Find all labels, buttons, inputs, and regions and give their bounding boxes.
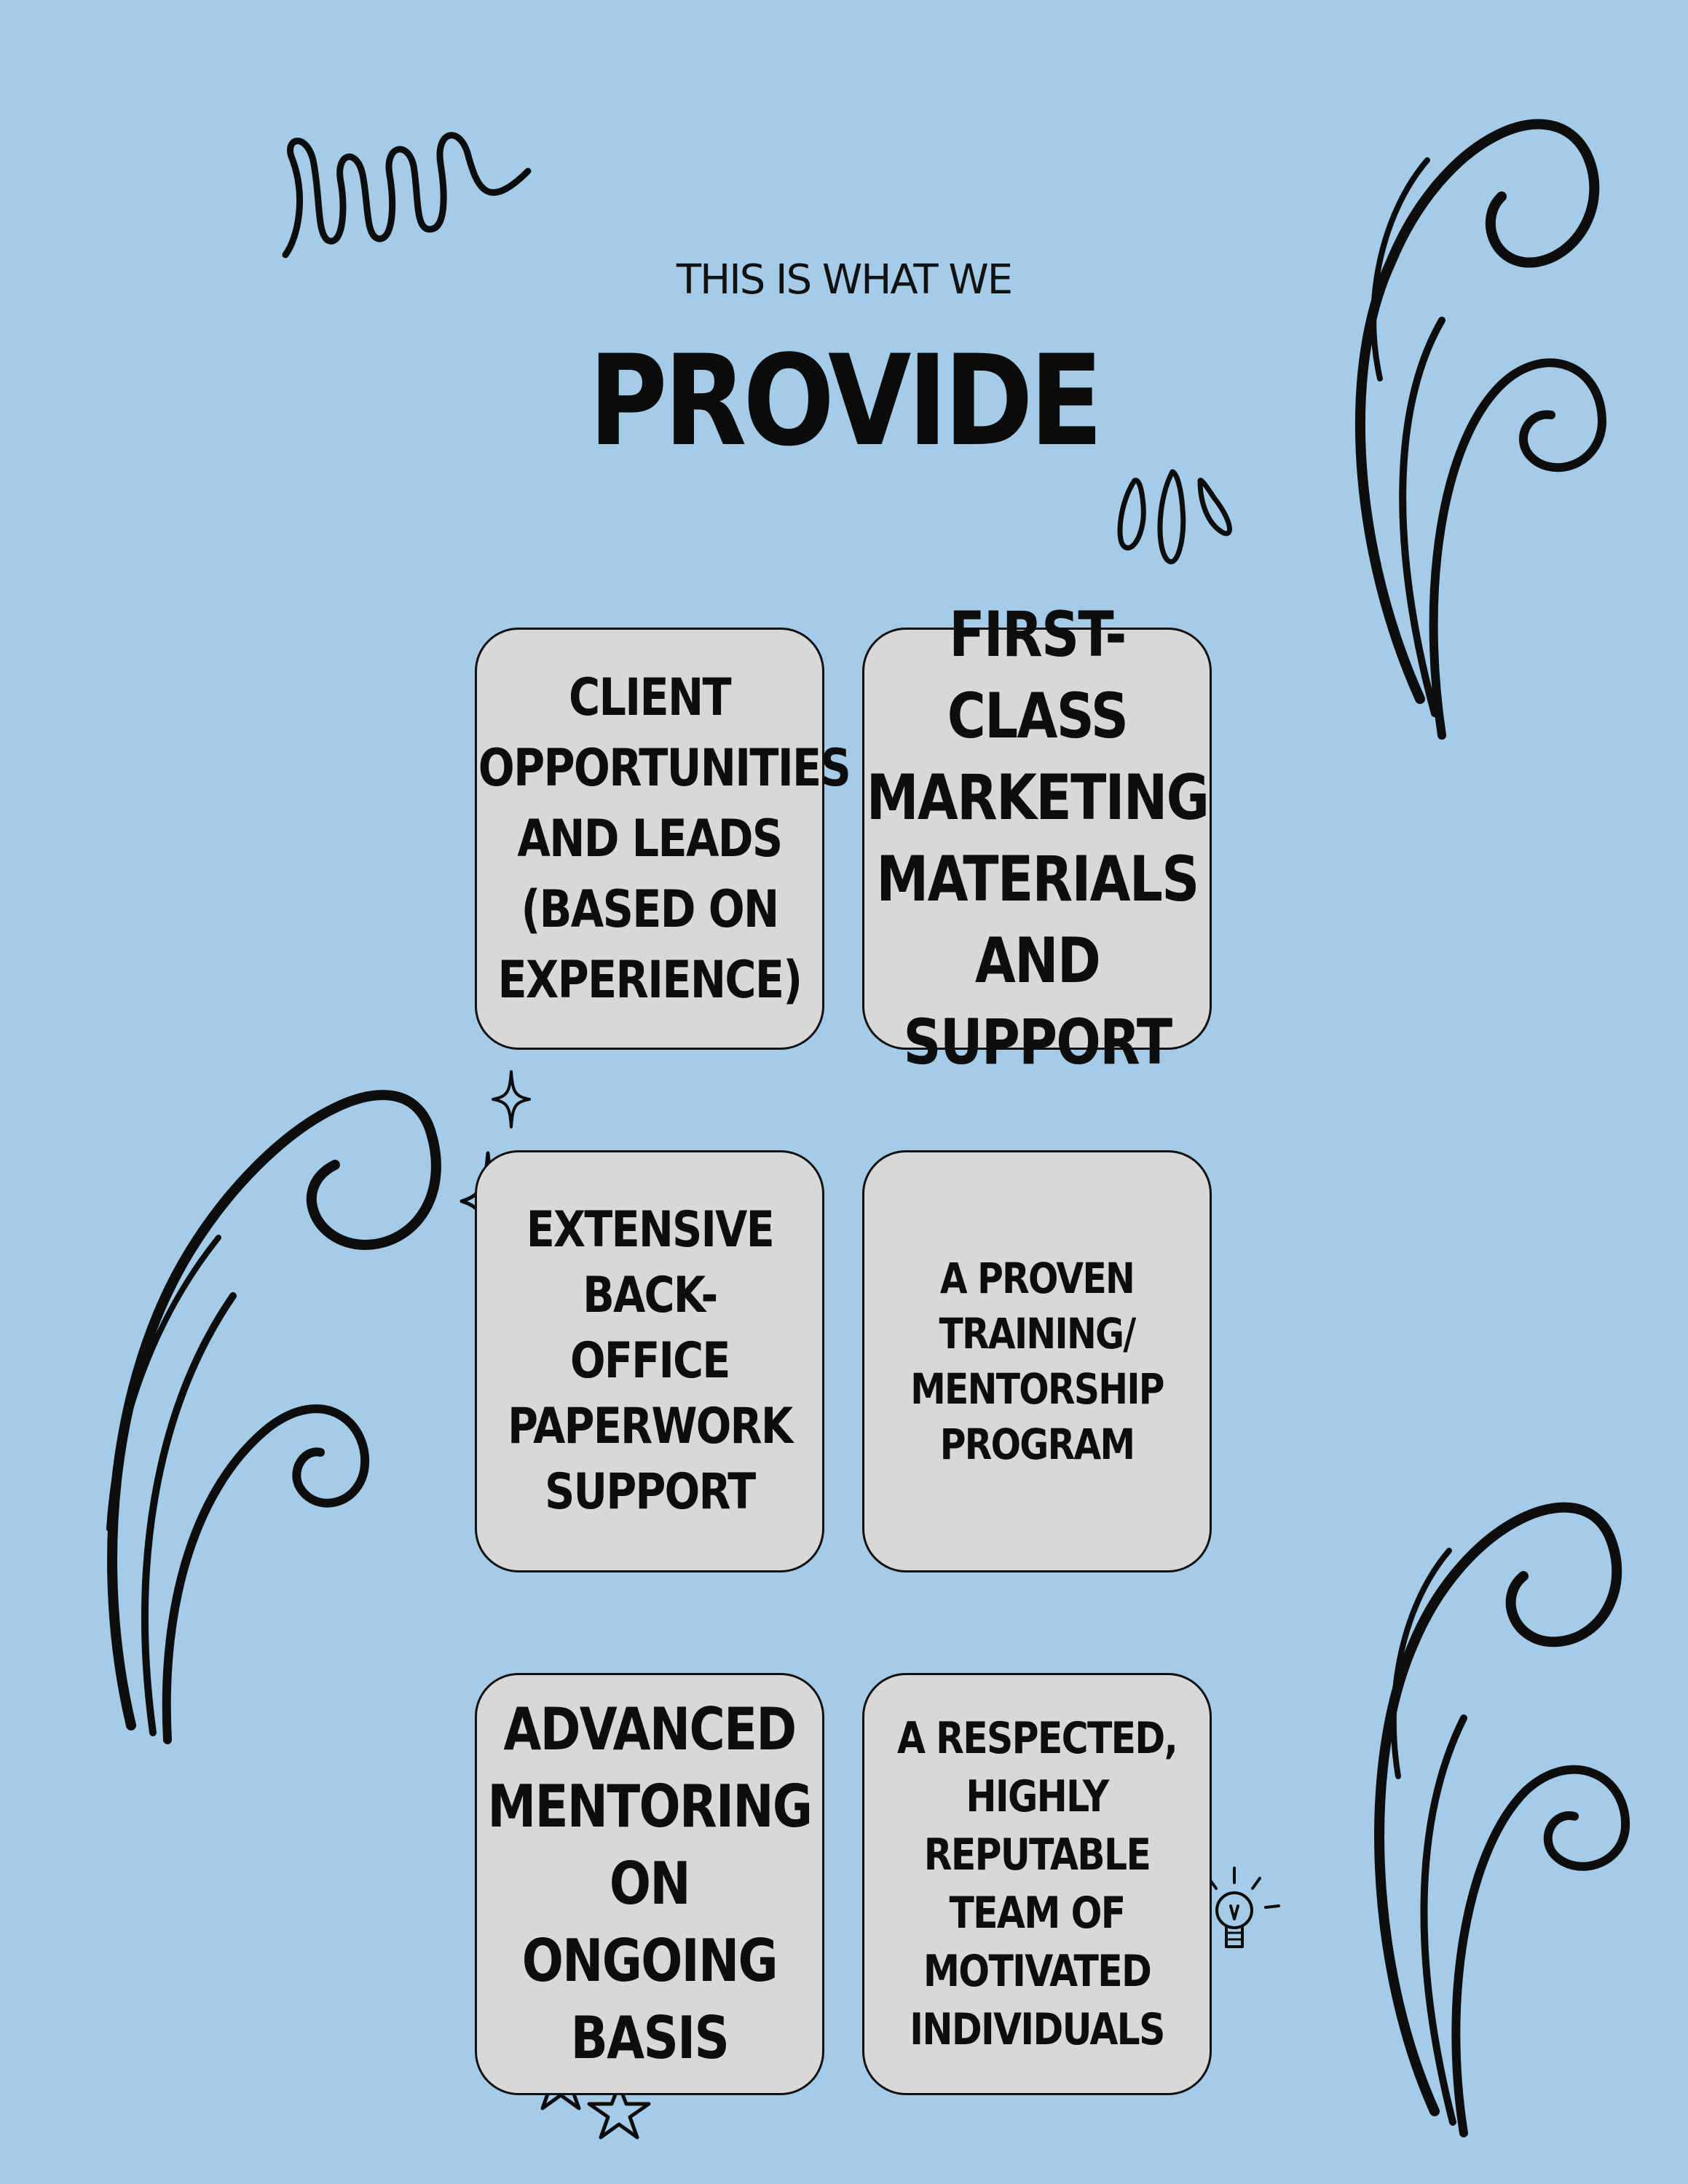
drop-doodle-icon [1117, 469, 1232, 565]
page-title: PROVIDE [588, 328, 1103, 474]
loop-scribble-icon [282, 132, 532, 258]
card-label: A RESPECTED, HIGHLY REPUTABLE TEAM OF MO… [896, 1713, 1178, 2055]
swirl-icon [106, 1090, 441, 1744]
swirl-icon [1354, 119, 1606, 740]
sparkle-icon [492, 1070, 531, 1128]
swirl-icon [1374, 1502, 1630, 2137]
card-advanced-mentoring: ADVANCED MENTORING ON ONGOING BASIS [475, 1673, 824, 2095]
page-subtitle: THIS IS WHAT WE [676, 256, 1013, 304]
card-client-opportunities: CLIENT OPPORTUNITIES AND LEADS (BASED ON… [475, 628, 851, 1050]
card-training-program: A PROVEN TRAINING/ MENTORSHIP PROGRAM [862, 1150, 1212, 1572]
card-label: CLIENT OPPORTUNITIES AND LEADS (BASED ON… [478, 667, 851, 1010]
card-label: FIRST-CLASS MARKETING MATERIALS AND SUPP… [866, 598, 1209, 1079]
card-back-office-support: EXTENSIVE BACK- OFFICE PAPERWORK SUPPORT [475, 1150, 824, 1572]
card-label: EXTENSIVE BACK- OFFICE PAPERWORK SUPPORT [507, 1201, 793, 1521]
star-icon [587, 2083, 651, 2140]
card-label: A PROVEN TRAINING/ MENTORSHIP PROGRAM [910, 1254, 1164, 1469]
card-marketing-materials: FIRST-CLASS MARKETING MATERIALS AND SUPP… [862, 598, 1212, 1079]
card-reputable-team: A RESPECTED, HIGHLY REPUTABLE TEAM OF MO… [862, 1673, 1212, 2095]
card-label: ADVANCED MENTORING ON ONGOING BASIS [487, 1696, 813, 2072]
